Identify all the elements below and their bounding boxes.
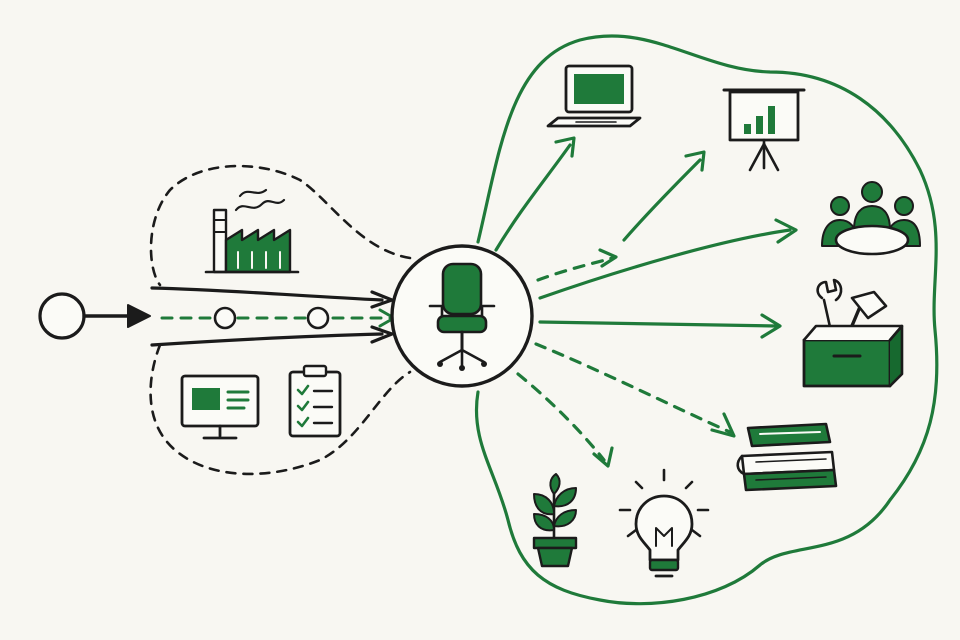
right-green-boundary <box>474 34 939 606</box>
monitor-icon <box>180 374 260 440</box>
lightbulb-icon <box>618 468 710 578</box>
clipboard-checklist-icon <box>288 364 342 438</box>
funnel-node-1 <box>213 306 237 330</box>
output-arrows <box>494 136 798 468</box>
potted-plant-icon <box>532 473 578 568</box>
team-meeting-icon <box>821 181 921 256</box>
books-icon <box>736 422 838 492</box>
funnel-lines <box>150 286 396 347</box>
presentation-board-icon <box>722 88 806 172</box>
left-dashed-boundary <box>149 164 412 476</box>
factory-icon <box>204 188 300 274</box>
office-chair-icon <box>390 244 534 388</box>
laptop-icon <box>546 64 642 128</box>
funnel-node-2 <box>306 306 330 330</box>
input-node <box>38 292 151 340</box>
toolbox-icon <box>802 278 904 388</box>
